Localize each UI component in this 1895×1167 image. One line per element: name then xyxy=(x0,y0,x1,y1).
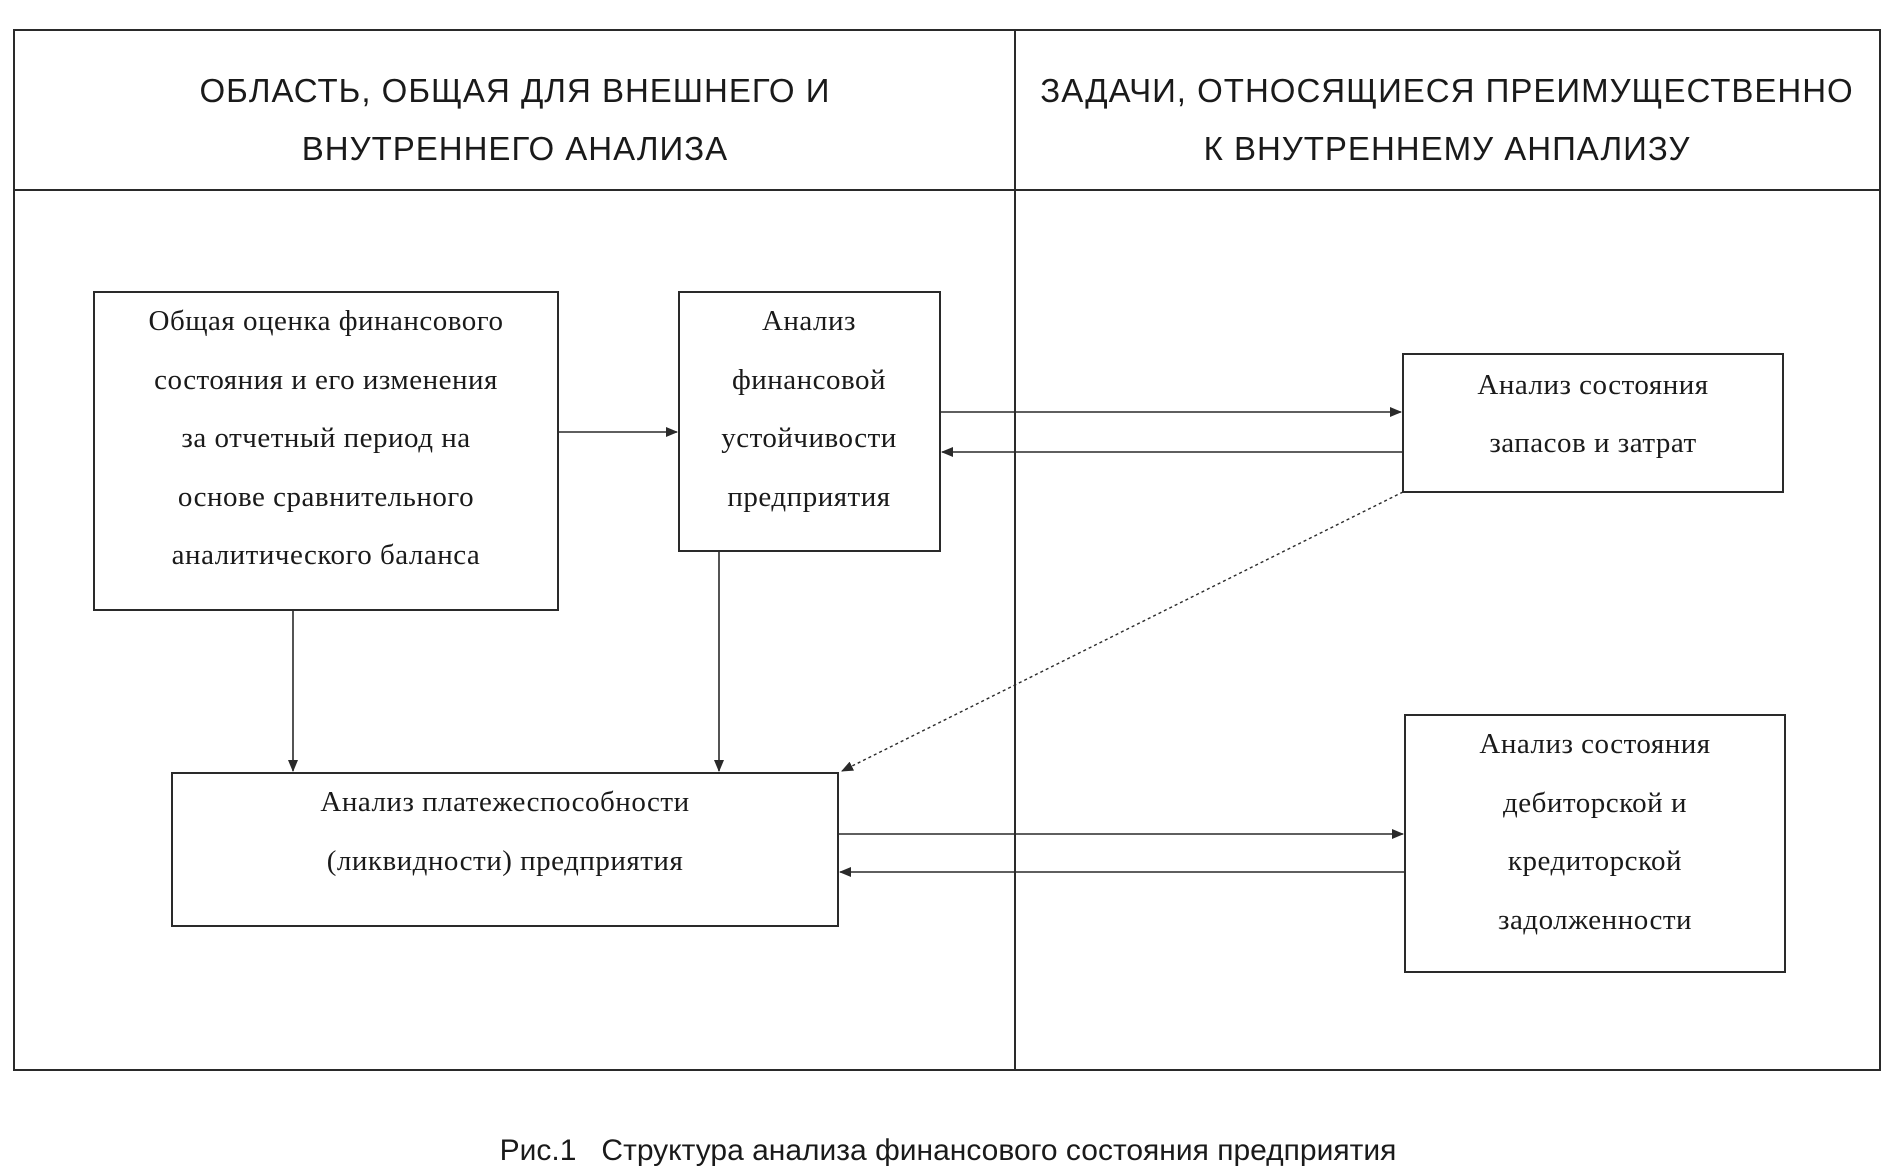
connectors xyxy=(288,407,1405,877)
box-receivables-line-3: кредиторской xyxy=(1508,845,1682,877)
box-receivables-border xyxy=(1404,714,1786,973)
box-receivables-line-2: дебиторской и xyxy=(1503,787,1687,819)
box-inventory-border xyxy=(1402,353,1784,493)
box-receivables-line-4: задолженности xyxy=(1498,904,1692,936)
box-inventory: Анализ состояния запасов и затрат xyxy=(1402,353,1784,493)
box-general-assessment-line-1: Общая оценка финансового xyxy=(149,305,504,337)
box-solvency-line-2: (ликвидности) предприятия xyxy=(327,845,684,877)
header-left-line-1: ОБЛАСТЬ, ОБЩАЯ ДЛЯ ВНЕШНЕГО И xyxy=(200,72,831,109)
header-left: ОБЛАСТЬ, ОБЩАЯ ДЛЯ ВНЕШНЕГО И ВНУТРЕННЕГ… xyxy=(200,72,831,167)
header-left-line-2: ВНУТРЕННЕГО АНАЛИЗА xyxy=(302,130,728,167)
box-general-assessment-line-4: основе сравнительного xyxy=(178,481,474,513)
header-right-line-1: ЗАДАЧИ, ОТНОСЯЩИЕСЯ ПРЕИМУЩЕСТВЕННО xyxy=(1040,72,1853,109)
box-inventory-line-1: Анализ состояния xyxy=(1477,369,1708,401)
box-inventory-line-2: запасов и затрат xyxy=(1489,427,1696,459)
box-solvency: Анализ платежеспособности (ликвидности) … xyxy=(171,772,839,927)
outer-frame xyxy=(13,29,1881,1071)
box-receivables-line-1: Анализ состояния xyxy=(1479,728,1710,760)
box-general-assessment-border xyxy=(93,291,559,611)
box-financial-stability-line-4: предприятия xyxy=(727,481,890,513)
box-receivables: Анализ состояния дебиторской и кредиторс… xyxy=(1404,714,1786,973)
frame-border xyxy=(13,29,1881,1071)
header-right: ЗАДАЧИ, ОТНОСЯЩИЕСЯ ПРЕИМУЩЕСТВЕННО К ВН… xyxy=(1040,72,1853,167)
box-solvency-line-1: Анализ платежеспособности xyxy=(320,786,689,818)
box-financial-stability: Анализ финансовой устойчивости предприят… xyxy=(678,291,941,552)
figure-caption: Рис.1 Структура анализа финансового сост… xyxy=(500,1134,1397,1167)
box-general-assessment: Общая оценка финансового состояния и его… xyxy=(93,291,559,611)
box-solvency-border xyxy=(171,772,839,927)
box-financial-stability-line-2: финансовой xyxy=(732,364,886,396)
box-general-assessment-line-5: аналитического баланса xyxy=(172,539,481,571)
box-general-assessment-line-2: состояния и его изменения xyxy=(154,364,498,396)
box-general-assessment-line-3: за отчетный период на xyxy=(181,422,470,454)
header-right-line-2: К ВНУТРЕННЕМУ АНПАЛИЗУ xyxy=(1204,130,1691,167)
box-financial-stability-line-3: устойчивости xyxy=(721,422,897,454)
box-financial-stability-border xyxy=(678,291,941,552)
box-financial-stability-line-1: Анализ xyxy=(762,305,856,337)
arrow-inventory-to-solvency xyxy=(841,491,1404,772)
